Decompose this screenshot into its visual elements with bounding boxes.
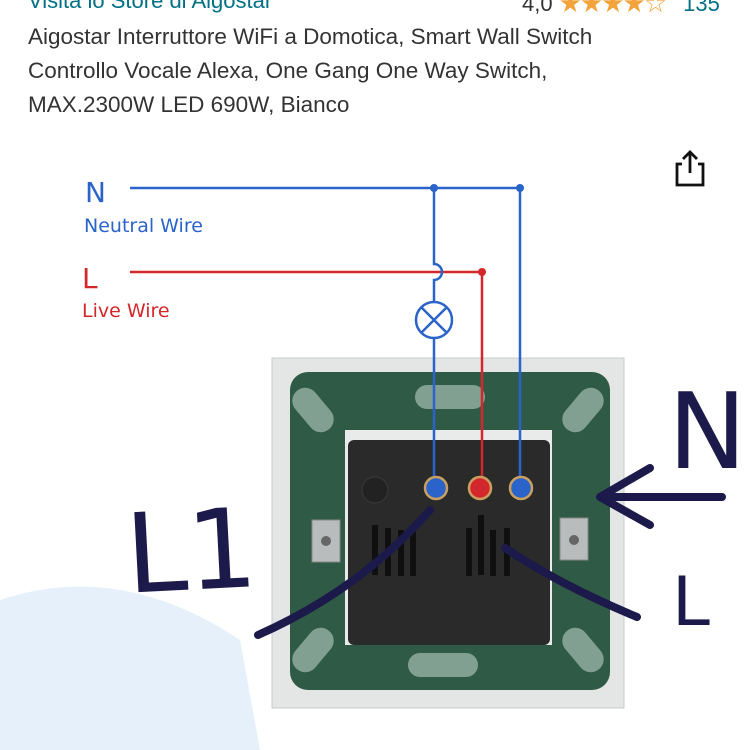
neutral-letter: N [85,176,106,209]
share-icon [675,150,705,187]
product-title: Aigostar Interruttore WiFi a Domotica, S… [28,20,708,122]
switch-module [348,440,550,645]
background-arc [0,586,260,750]
side-clips [311,517,589,563]
handwritten-l: L [672,563,710,642]
review-count[interactable]: 135 [683,0,720,16]
rating[interactable]: 4,0 ★★★★☆ 135 [522,0,720,19]
share-button[interactable] [672,148,708,188]
visit-store-link[interactable]: Visita lo Store di Aigostar [28,0,273,13]
rating-value: 4,0 [522,0,553,16]
product-title-line: MAX.2300W LED 690W, Bianco [28,92,350,117]
product-title-line: Controllo Vocale Alexa, One Gang One Way… [28,58,548,83]
handwritten-n: N [668,371,747,493]
rating-stars: ★★★★☆ [558,0,668,18]
product-title-line: Aigostar Interruttore WiFi a Domotica, S… [28,24,593,49]
module-hole [361,476,389,504]
load-wire [432,188,444,488]
frame-slots [292,385,604,677]
junction-dots [430,184,524,192]
handwritten-arrows [254,464,726,639]
neutral-label: Neutral Wire [84,215,203,237]
handwritten-l1: L1 [122,484,260,619]
live-letter: L [82,262,98,295]
lamp-icon [414,300,454,340]
terminals [423,475,534,501]
live-junction-dot [478,268,486,276]
live-label: Live Wire [82,300,170,322]
